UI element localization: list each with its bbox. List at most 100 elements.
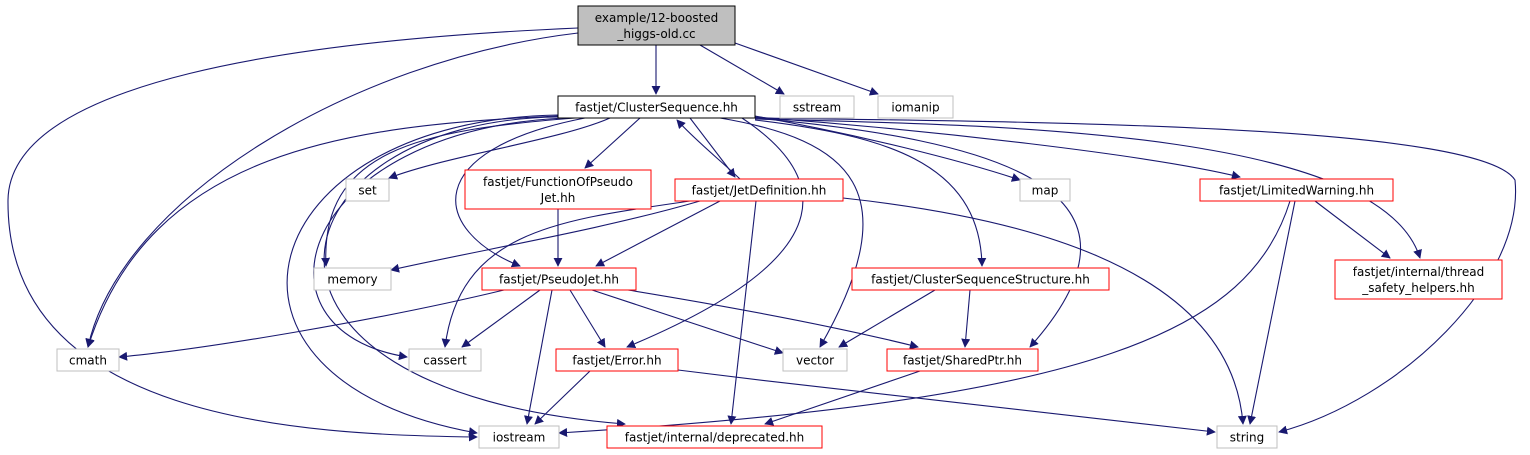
- edge-sharedptr-to-deprecated: [764, 370, 921, 426]
- node-label-iostream: iostream: [493, 431, 546, 445]
- node-box-cmath: [56, 348, 120, 372]
- node-label-map: map: [1032, 184, 1059, 198]
- node-box-pseudojet: [481, 267, 637, 291]
- edge-clusterseq-to-string: [754, 117, 1517, 435]
- node-box-iomanip: [877, 95, 954, 119]
- node-deprecated[interactable]: fastjet/internal/deprecated.hh: [606, 425, 823, 449]
- node-box-jetdef: [674, 178, 844, 202]
- node-label-cassert: cassert: [423, 354, 467, 368]
- nodes-layer: example/12-boosted _higgs-old.cc fastjet/C…: [56, 5, 1503, 449]
- edges-layer: [7, 27, 1517, 442]
- edge-clusterseq-to-map: [754, 115, 1021, 182]
- node-label-funcofpj: fastjet/FunctionOfPseudo: [483, 175, 633, 189]
- node-box-sharedptr: [886, 348, 1039, 372]
- edge-clusterseq-to-thread: [754, 118, 1422, 259]
- node-label-line2-funcofpj: Jet.hh: [540, 191, 576, 205]
- edge-root-to-sstream: [699, 44, 785, 95]
- node-string[interactable]: string: [1216, 425, 1278, 449]
- edge-clusterseq-to-cassert: [313, 117, 566, 361]
- node-memory[interactable]: memory: [313, 267, 392, 291]
- node-label-sharedptr: fastjet/SharedPtr.hh: [903, 354, 1022, 368]
- node-map[interactable]: map: [1019, 178, 1071, 202]
- edge-clusterseq-to-error: [626, 117, 804, 349]
- node-label-vector: vector: [796, 354, 834, 368]
- node-box-iostream: [478, 425, 560, 449]
- node-box-vector: [782, 348, 848, 372]
- node-box-string: [1216, 425, 1278, 449]
- edge-jetdef-to-deprecated: [727, 200, 757, 425]
- edge-pseudojet-to-iostream: [524, 289, 553, 425]
- edge-clusterseq-to-cmath: [86, 115, 559, 348]
- edge-csstruct-to-sharedptr: [961, 289, 971, 348]
- node-label-iomanip: iomanip: [891, 101, 939, 115]
- edge-pseudojet-to-vector: [591, 289, 784, 355]
- edge-pseudojet-to-error: [569, 289, 606, 348]
- edge-error-to-iostream: [534, 370, 591, 425]
- node-iomanip[interactable]: iomanip: [877, 95, 954, 119]
- edge-root-to-cmath: [85, 32, 579, 348]
- node-label-pseudojet: fastjet/PseudoJet.hh: [499, 273, 619, 287]
- node-label-line2-root: _higgs-old.cc: [616, 27, 695, 41]
- node-label-limwarn: fastjet/LimitedWarning.hh: [1219, 184, 1374, 198]
- edge-jetdef-to-string: [842, 197, 1247, 425]
- node-clusterseq[interactable]: fastjet/ClusterSequence.hh: [557, 95, 756, 119]
- node-error[interactable]: fastjet/Error.hh: [555, 348, 679, 372]
- node-box-limwarn: [1199, 178, 1394, 202]
- node-box-funcofpj: [464, 169, 652, 210]
- edge-pseudojet-to-cassert: [461, 289, 541, 348]
- node-box-memory: [313, 267, 392, 291]
- node-sharedptr[interactable]: fastjet/SharedPtr.hh: [886, 348, 1039, 372]
- node-label-memory: memory: [327, 273, 377, 287]
- node-jetdef[interactable]: fastjet/JetDefinition.hh: [674, 178, 844, 202]
- edge-clusterseq-to-iostream: [286, 114, 559, 436]
- edge-root-to-iomanip: [734, 42, 879, 96]
- node-label-sstream: sstream: [793, 101, 841, 115]
- node-label-string: string: [1230, 431, 1264, 445]
- edge-clusterseq-to-limwarn: [754, 116, 1241, 180]
- edge-limwarn-to-thread: [1314, 200, 1391, 259]
- node-vector[interactable]: vector: [782, 348, 848, 372]
- node-box-error: [555, 348, 679, 372]
- node-thread[interactable]: fastjet/internal/thread _safety_helpers.h…: [1334, 259, 1503, 300]
- node-label-thread: fastjet/internal/thread: [1353, 265, 1484, 279]
- node-label-cmath: cmath: [69, 354, 107, 368]
- edge-pseudojet-to-sharedptr: [627, 289, 919, 350]
- node-box-deprecated: [606, 425, 823, 449]
- node-csstruct[interactable]: fastjet/ClusterSequenceStructure.hh: [851, 267, 1110, 291]
- node-cassert[interactable]: cassert: [408, 348, 482, 372]
- edge-clusterseq-to-deprecated: [323, 116, 626, 428]
- node-label-jetdef: fastjet/JetDefinition.hh: [692, 184, 827, 198]
- node-box-set: [345, 178, 390, 202]
- node-root[interactable]: example/12-boosted _higgs-old.cc: [577, 5, 736, 46]
- node-set[interactable]: set: [345, 178, 390, 202]
- edge-jetdef-to-pseudojet: [595, 200, 721, 267]
- node-box-map: [1019, 178, 1071, 202]
- edge-error-to-string: [677, 369, 1216, 436]
- node-box-csstruct: [851, 267, 1110, 291]
- edge-root-to-iostream: [7, 27, 579, 442]
- node-box-clusterseq: [557, 95, 756, 119]
- node-label-root: example/12-boosted: [595, 11, 719, 25]
- node-box-sstream: [779, 95, 855, 119]
- node-label-line2-thread: _safety_helpers.hh: [1361, 281, 1475, 295]
- node-label-deprecated: fastjet/internal/deprecated.hh: [625, 431, 804, 445]
- node-pseudojet[interactable]: fastjet/PseudoJet.hh: [481, 267, 637, 291]
- edge-pseudojet-to-cmath: [118, 289, 505, 361]
- node-box-thread: [1334, 259, 1503, 300]
- node-cmath[interactable]: cmath: [56, 348, 120, 372]
- edge-clusterseq-to-memory: [321, 117, 576, 267]
- edge-jetdef-to-memory: [390, 200, 701, 273]
- node-box-root: [577, 5, 736, 46]
- node-limwarn[interactable]: fastjet/LimitedWarning.hh: [1199, 178, 1394, 202]
- edge-csstruct-to-vector: [838, 289, 936, 348]
- node-iostream[interactable]: iostream: [478, 425, 560, 449]
- node-sstream[interactable]: sstream: [779, 95, 855, 119]
- node-box-cassert: [408, 348, 482, 372]
- node-label-error: fastjet/Error.hh: [572, 354, 661, 368]
- edge-clusterseq-to-set: [388, 117, 611, 180]
- node-label-csstruct: fastjet/ClusterSequenceStructure.hh: [871, 273, 1090, 287]
- node-label-clusterseq: fastjet/ClusterSequence.hh: [575, 101, 738, 115]
